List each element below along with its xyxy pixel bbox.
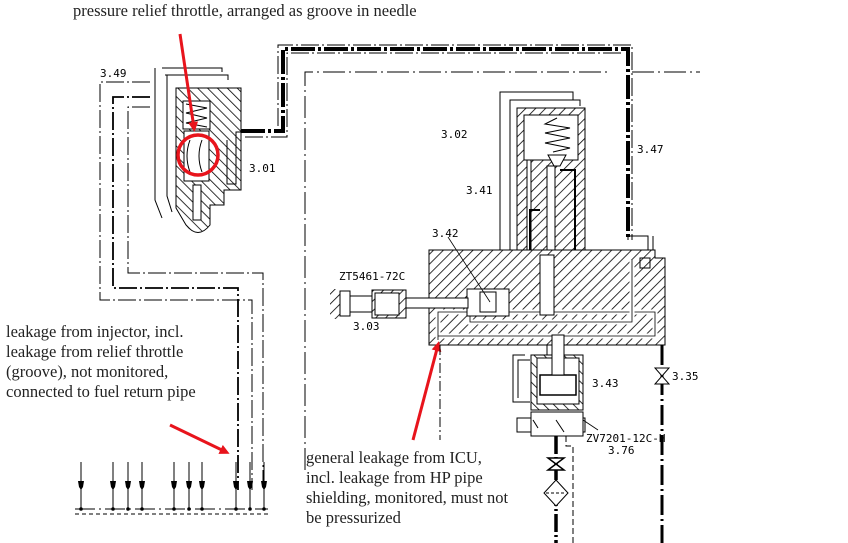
icu-leakage-line: general leakage from ICU, <box>306 448 482 467</box>
return-line-top <box>304 71 610 470</box>
label-3-41: 3.41 <box>466 184 493 197</box>
injector-leakage-lines <box>99 81 264 490</box>
junction-dot <box>172 507 176 511</box>
relief-throttle-annotation: pressure relief throttle, arranged as gr… <box>73 1 417 20</box>
junction-dot <box>234 507 238 511</box>
part-labels: 3.49 3.01 3.02 3.41 3.42 3.47 ZT5461-72C… <box>100 67 699 457</box>
return-line-3-35 <box>653 345 671 543</box>
injector-leakage-line: leakage from injector, incl. <box>6 322 184 341</box>
icu-leakage-line: be pressurized <box>306 508 401 527</box>
injector-3-01 <box>154 33 245 233</box>
label-3-03: 3.03 <box>353 320 380 333</box>
junction-dot <box>262 507 266 511</box>
label-3-47: 3.47 <box>637 143 664 156</box>
return-manifold <box>75 462 268 515</box>
label-3-42: 3.42 <box>432 227 459 240</box>
junction-dot <box>126 507 130 511</box>
icu-leakage-line: incl. leakage from HP pipe <box>306 468 483 487</box>
drain-arrow-icon <box>261 481 267 490</box>
drain-arrow-icon <box>186 481 192 490</box>
junction-dot <box>248 507 252 511</box>
label-3-01: 3.01 <box>249 162 276 175</box>
junction-dot <box>79 507 83 511</box>
junction-dot <box>187 507 191 511</box>
valve-3-43 <box>512 334 599 543</box>
label-zv7201: ZV7201-12C-H <box>586 432 665 445</box>
injector-leakage-annotation: leakage from injector, incl. leakage fro… <box>6 322 196 402</box>
icu-body <box>428 91 666 377</box>
drain-arrow-icon <box>110 481 116 490</box>
injector-leakage-line: connected to fuel return pipe <box>6 382 196 401</box>
junction-dot <box>200 507 204 511</box>
drain-arrow-icon <box>125 481 131 490</box>
relief-throttle-highlight <box>176 133 220 177</box>
drain-arrow-icon <box>139 481 145 490</box>
label-3-02: 3.02 <box>441 128 468 141</box>
drain-arrow-icon <box>233 481 239 490</box>
injector-leakage-arrow <box>169 423 230 454</box>
injector-leakage-line: (groove), not monitored, <box>6 362 169 381</box>
drain-arrow-icon <box>78 481 84 490</box>
solenoid-3-03 <box>330 289 469 319</box>
drain-arrow-icon <box>247 481 253 490</box>
label-3-43: 3.43 <box>592 377 619 390</box>
drain-arrow-icon <box>171 481 177 490</box>
icu-leakage-line: shielding, monitored, must not <box>306 488 509 507</box>
icu-leakage-arrow <box>411 341 442 441</box>
label-3-49: 3.49 <box>100 67 127 80</box>
label-3-35: 3.35 <box>672 370 699 383</box>
junction-dot <box>140 507 144 511</box>
label-zt5461: ZT5461-72C <box>339 270 405 283</box>
icu-leakage-annotation: general leakage from ICU, incl. leakage … <box>306 448 508 528</box>
hp-pipe-3-47 <box>241 44 700 240</box>
junction-dot <box>111 507 115 511</box>
relief-throttle-arrow <box>178 33 199 132</box>
injector-leakage-line: leakage from relief throttle <box>6 342 184 361</box>
label-3-76: 3.76 <box>608 444 635 457</box>
drain-arrow-icon <box>199 481 205 490</box>
